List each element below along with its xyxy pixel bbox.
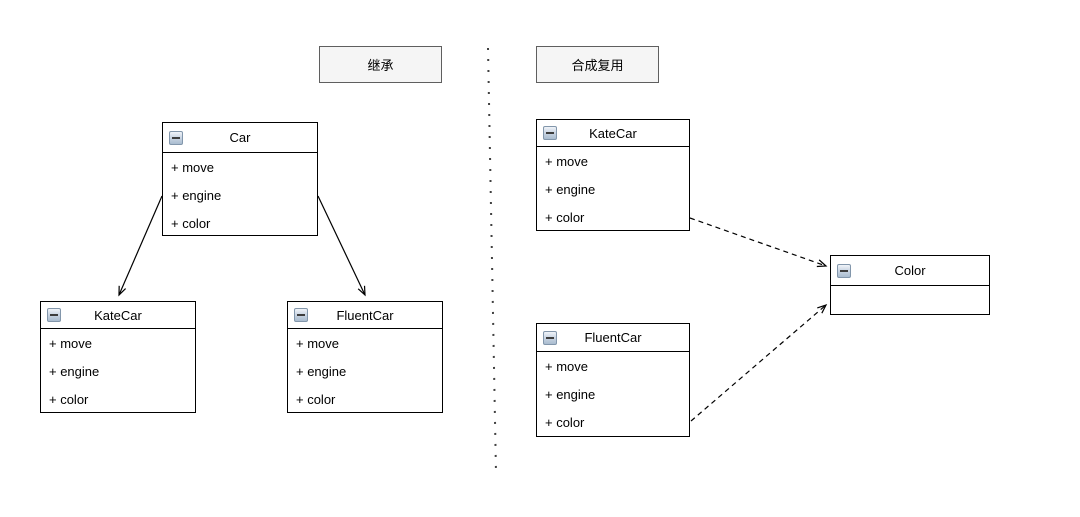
edge-fluentcar-to-color[interactable] [690, 303, 828, 422]
class-header: KateCar [537, 120, 689, 147]
class-member: + move [296, 335, 339, 351]
class-body: + move + engine + color [537, 352, 689, 436]
class-box-katecar-right[interactable]: KateCar + move + engine + color [536, 119, 690, 231]
class-header: FluentCar [537, 324, 689, 352]
class-title: FluentCar [336, 307, 394, 323]
collapse-icon[interactable] [837, 263, 851, 278]
class-member: + move [545, 153, 588, 169]
class-body: + move + engine + color [41, 329, 195, 413]
class-member: + engine [545, 386, 596, 402]
edge-katecar-to-color[interactable] [689, 217, 828, 268]
class-title: FluentCar [584, 330, 642, 345]
inheritance-section-label[interactable]: 继承 [319, 46, 442, 83]
collapse-icon[interactable] [543, 126, 557, 140]
collapse-icon[interactable] [543, 330, 557, 345]
class-box-car[interactable]: Car + move + engine + color [162, 122, 318, 236]
class-box-fluentcar-left[interactable]: FluentCar + move + engine + color [287, 301, 443, 413]
class-member: + color [49, 391, 89, 407]
class-member: + color [545, 414, 585, 430]
class-member: + color [296, 391, 336, 407]
class-box-katecar-left[interactable]: KateCar + move + engine + color [40, 301, 196, 413]
edge-car-to-katecar[interactable] [118, 195, 163, 297]
class-member: + engine [49, 363, 100, 379]
class-header: Car [163, 123, 317, 153]
class-member: + engine [545, 181, 596, 197]
class-box-color[interactable]: Color [830, 255, 990, 315]
class-member: + color [171, 215, 211, 231]
divider-dotted-line[interactable] [487, 47, 497, 474]
class-body: + move + engine + color [288, 329, 442, 413]
class-title: Car [229, 130, 251, 145]
class-member: + color [545, 209, 585, 225]
class-member: + move [545, 358, 588, 374]
class-member: + move [49, 335, 92, 351]
class-title: KateCar [94, 307, 142, 323]
composition-section-label[interactable]: 合成复用 [536, 46, 659, 83]
class-title: KateCar [589, 125, 637, 141]
class-member: + engine [296, 363, 347, 379]
class-title: Color [894, 263, 926, 278]
class-header: Color [831, 256, 989, 286]
class-body: + move + engine + color [537, 147, 689, 231]
class-header: FluentCar [288, 302, 442, 329]
class-body-empty [831, 286, 989, 315]
collapse-icon[interactable] [47, 308, 61, 322]
class-member: + engine [171, 187, 222, 203]
edge-car-to-fluentcar[interactable] [317, 195, 366, 297]
class-member: + move [171, 159, 214, 175]
collapse-icon[interactable] [169, 130, 183, 145]
class-box-fluentcar-right[interactable]: FluentCar + move + engine + color [536, 323, 690, 437]
class-header: KateCar [41, 302, 195, 329]
collapse-icon[interactable] [294, 308, 308, 322]
class-body: + move + engine + color [163, 153, 317, 237]
